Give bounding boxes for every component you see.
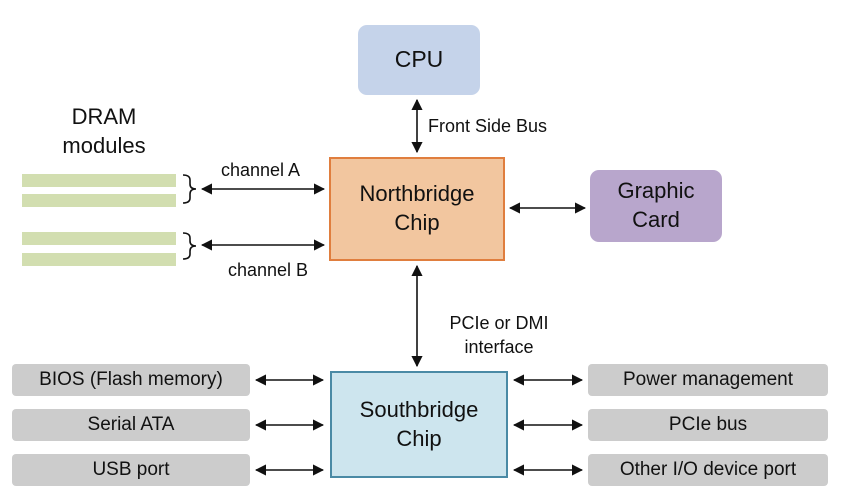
graphic-card-label-line1: Graphic — [617, 178, 695, 204]
northbridge-label-line2: Chip — [394, 210, 440, 235]
channel-b-label: channel B — [228, 260, 309, 280]
serial-ata-box: Serial ATA — [12, 409, 250, 441]
cpu-box: CPU — [358, 25, 480, 95]
bios-label: BIOS (Flash memory) — [39, 368, 223, 390]
northbridge-box: Northbridge Chip — [329, 157, 505, 261]
channel-a-brace — [182, 174, 197, 204]
usb-port-box: USB port — [12, 454, 250, 486]
dram-stick — [22, 194, 176, 207]
southbridge-label-line1: Southbridge — [359, 396, 479, 422]
other-io-label: Other I/O device port — [619, 458, 797, 480]
northbridge-label-line1: Northbridge — [359, 181, 475, 207]
southbridge-label-line2: Chip — [396, 425, 442, 451]
bios-box: BIOS (Flash memory) — [12, 364, 250, 396]
power-management-box: Power management — [588, 364, 828, 396]
pcie-bus-box: PCIe bus — [588, 409, 828, 441]
serial-ata-label: Serial ATA — [87, 413, 175, 435]
channel-a-label: channel A — [221, 160, 301, 180]
pcie-dmi-label-line1: PCIe or DMI — [449, 313, 549, 333]
cpu-label: CPU — [394, 46, 444, 73]
dram-stick — [22, 253, 176, 266]
southbridge-box: Southbridge Chip — [330, 371, 508, 478]
dram-title: DRAM modules — [40, 103, 168, 160]
dram-stick — [22, 232, 176, 245]
other-io-box: Other I/O device port — [588, 454, 828, 486]
usb-port-label: USB port — [92, 458, 170, 480]
pcie-dmi-label: PCIe or DMI interface — [440, 311, 558, 360]
dram-title-line1: DRAM — [71, 104, 137, 129]
power-management-label: Power management — [622, 368, 794, 390]
dram-title-line2: modules — [62, 132, 146, 158]
front-side-bus-label: Front Side Bus — [428, 116, 548, 136]
pcie-dmi-label-line2: interface — [464, 337, 534, 358]
dram-stick — [22, 174, 176, 187]
graphic-card-box: Graphic Card — [590, 170, 722, 242]
pcie-bus-label: PCIe bus — [668, 413, 748, 435]
graphic-card-label-line2: Card — [632, 207, 680, 232]
channel-b-brace — [182, 232, 197, 260]
